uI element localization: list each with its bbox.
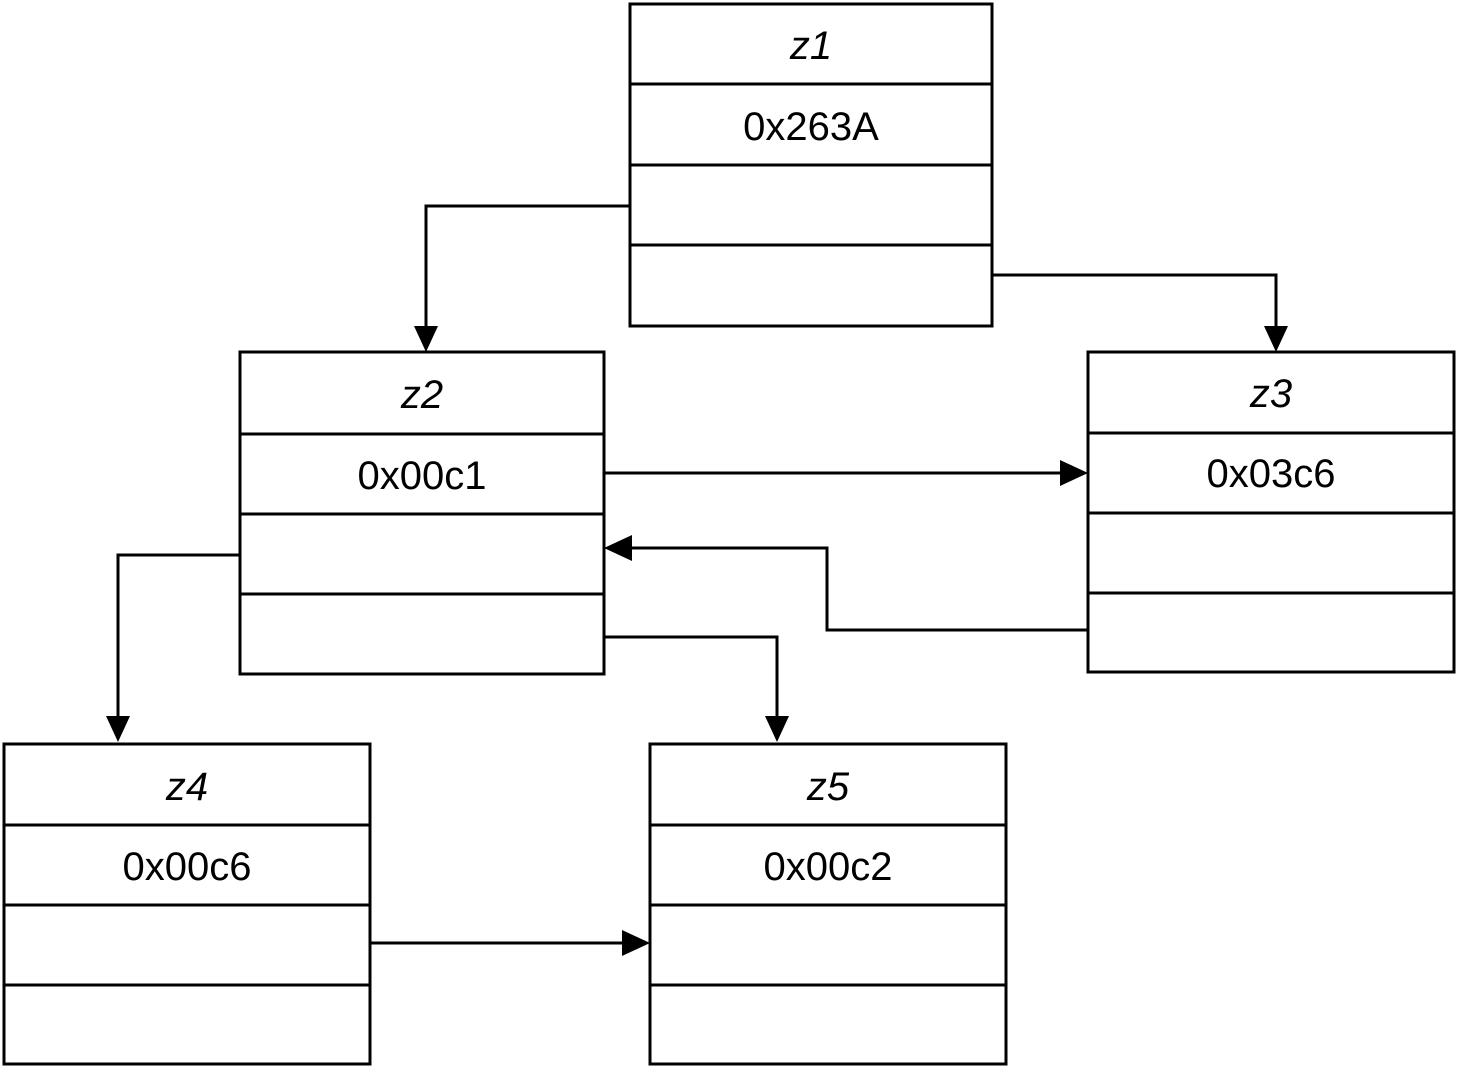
- node-z3-value: 0x03c6: [1207, 452, 1336, 496]
- node-z1: z1 0x263A: [628, 2, 994, 328]
- link-z3-to-z2: [630, 546, 1088, 632]
- arrowhead-z2-to-z4: [106, 716, 130, 742]
- link-z2-to-z4: [116, 553, 240, 718]
- node-z2-name: z2: [400, 373, 443, 417]
- node-z4: z4 0x00c6: [2, 742, 372, 1066]
- node-z3-name: z3: [1249, 372, 1292, 416]
- arrowhead-z1-to-z3: [1264, 326, 1288, 352]
- arrowhead-z3-to-z2: [604, 535, 632, 561]
- node-z5: z5 0x00c2: [648, 742, 1008, 1066]
- arrowhead-z1-to-z2: [414, 326, 438, 352]
- node-z2-value: 0x00c1: [358, 454, 487, 498]
- node-z4-value: 0x00c6: [123, 845, 252, 889]
- node-z3: z3 0x03c6: [1086, 350, 1456, 674]
- node-z4-name: z4: [165, 765, 208, 809]
- arrowhead-z4-to-z5: [622, 930, 650, 956]
- connectors: [106, 204, 1288, 956]
- arrowhead-z2-to-z5: [765, 716, 789, 742]
- link-z1-to-z3: [992, 273, 1278, 328]
- node-z1-value: 0x263A: [743, 105, 879, 149]
- node-z5-name: z5: [806, 765, 850, 809]
- node-z1-name: z1: [789, 24, 832, 68]
- arrowhead-z2-to-z3: [1060, 460, 1088, 486]
- node-z2: z2 0x00c1: [238, 350, 606, 676]
- node-z5-value: 0x00c2: [764, 845, 893, 889]
- link-z1-to-z2: [424, 204, 630, 328]
- link-z2-to-z5: [604, 635, 779, 718]
